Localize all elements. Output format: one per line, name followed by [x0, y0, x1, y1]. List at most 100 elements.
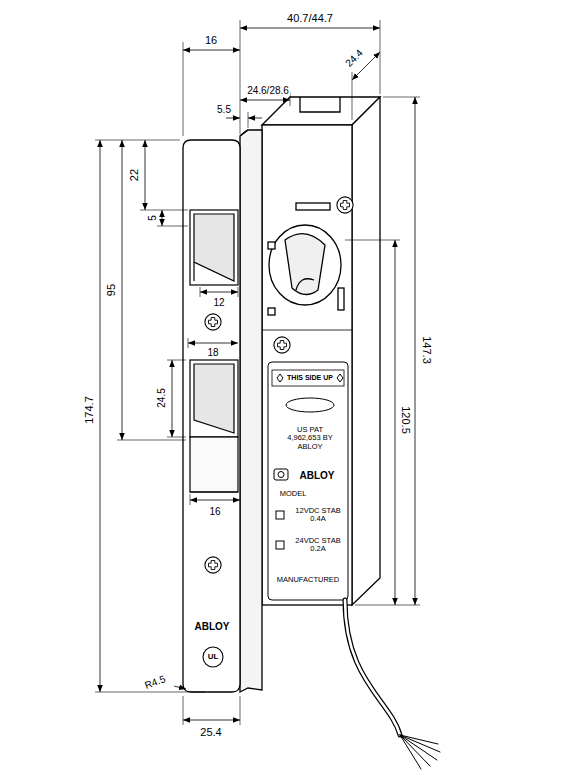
product-sticker — [337, 374, 343, 382]
dimension-label: 22 — [128, 168, 140, 182]
dimension-label: 95 — [105, 283, 117, 297]
strike-body — [269, 225, 341, 305]
bolt-opening — [190, 437, 238, 492]
model-text: MODEL — [279, 490, 308, 498]
dimension-line — [162, 210, 163, 226]
dimension-label: 120.5 — [400, 405, 412, 435]
dimension-line — [200, 292, 238, 293]
extension-line — [240, 696, 241, 725]
product-sticker — [268, 362, 348, 600]
extension-line — [140, 210, 188, 211]
rating-text: 24VDC STAB 0.2A — [290, 537, 346, 554]
product-sticker — [277, 374, 283, 382]
extension-line — [345, 240, 400, 241]
strike-body — [300, 97, 340, 112]
dimension-line — [122, 140, 123, 440]
product-sticker — [286, 398, 334, 412]
extension-line — [190, 494, 191, 505]
ul-mark: UL — [207, 653, 220, 662]
dimension-line — [240, 28, 380, 29]
strike-body — [262, 330, 352, 331]
dimension-label: 147.3 — [421, 335, 433, 365]
cable — [345, 600, 400, 735]
product-sticker — [268, 362, 348, 600]
faceplate — [183, 130, 262, 692]
dimension-line — [100, 140, 101, 692]
cable — [400, 735, 421, 769]
dimension-lines — [95, 20, 420, 725]
dimension-line — [172, 360, 173, 437]
dimension-line — [190, 500, 240, 501]
dimension-label: 40.7/44.7 — [286, 12, 334, 24]
strike-body — [352, 97, 380, 605]
rating-text: 12VDC STAB 0.4A — [290, 507, 346, 524]
dimension-label: 12 — [212, 297, 225, 308]
dimension-label: 18 — [206, 347, 219, 358]
dimension-line — [395, 240, 396, 605]
strike-body — [338, 288, 344, 310]
bolt-opening — [190, 491, 238, 492]
dimension-label: 174.7 — [83, 395, 95, 425]
dimension-line — [183, 50, 240, 51]
dimension-label: 24.6/28.6 — [246, 85, 290, 96]
cable — [400, 735, 430, 766]
dimension-label: 5.5 — [216, 104, 232, 115]
extension-line — [167, 437, 186, 438]
strike-body — [268, 308, 275, 315]
product-sticker — [276, 541, 284, 549]
cable — [400, 735, 440, 769]
brand-logo: ABLOY — [299, 470, 336, 481]
strike-body — [262, 97, 380, 605]
brand-mark: ABLOY — [194, 621, 231, 632]
extension-line — [183, 42, 184, 136]
faceplate — [240, 130, 248, 136]
product-sticker — [278, 472, 284, 478]
extension-line — [355, 605, 420, 606]
screw — [337, 197, 353, 213]
latch-opening — [190, 210, 238, 285]
product-sticker — [272, 370, 344, 386]
extension-line — [95, 692, 205, 693]
dimension-line — [415, 97, 416, 605]
strike-body — [296, 279, 314, 290]
manufactured-text: MANUFACTURED — [276, 576, 341, 584]
patent-text: US PAT 4,962,653 BY ABLOY — [280, 426, 340, 451]
product-sticker — [274, 469, 288, 480]
bolt-opening — [190, 360, 238, 437]
dimension-label: 24.4 — [343, 47, 366, 70]
dimension-line — [248, 118, 262, 119]
screw — [274, 337, 290, 353]
extension-line — [95, 140, 180, 141]
extension-line — [240, 20, 241, 134]
latch-opening — [194, 214, 234, 281]
latch-opening — [190, 210, 238, 285]
extension-line — [167, 360, 186, 361]
cable — [345, 600, 400, 735]
cable — [345, 600, 440, 769]
dimension-line — [183, 720, 240, 721]
dimension-label: 24.5 — [156, 387, 167, 408]
screw — [205, 314, 221, 330]
extension-line — [380, 20, 381, 94]
faceplate — [183, 140, 240, 692]
faceplate — [240, 130, 262, 692]
dimension-label: 25.4 — [199, 726, 222, 738]
dimension-label: 16 — [208, 506, 221, 517]
dimension-label: 16 — [204, 34, 218, 46]
bolt-opening — [190, 360, 238, 492]
extension-line — [183, 696, 184, 725]
extension-line — [117, 440, 186, 441]
strike-body — [296, 203, 330, 210]
orientation-label: THIS SIDE UP — [286, 374, 334, 382]
dimension-line — [226, 118, 240, 119]
strike-body — [268, 242, 275, 249]
dimension-line — [240, 100, 290, 101]
cable — [400, 735, 440, 752]
leader-line — [174, 686, 186, 689]
cable — [400, 735, 437, 760]
bolt-opening — [194, 364, 234, 433]
extension-line — [383, 97, 420, 98]
ul-mark — [203, 647, 223, 667]
dimension-line — [188, 343, 238, 344]
